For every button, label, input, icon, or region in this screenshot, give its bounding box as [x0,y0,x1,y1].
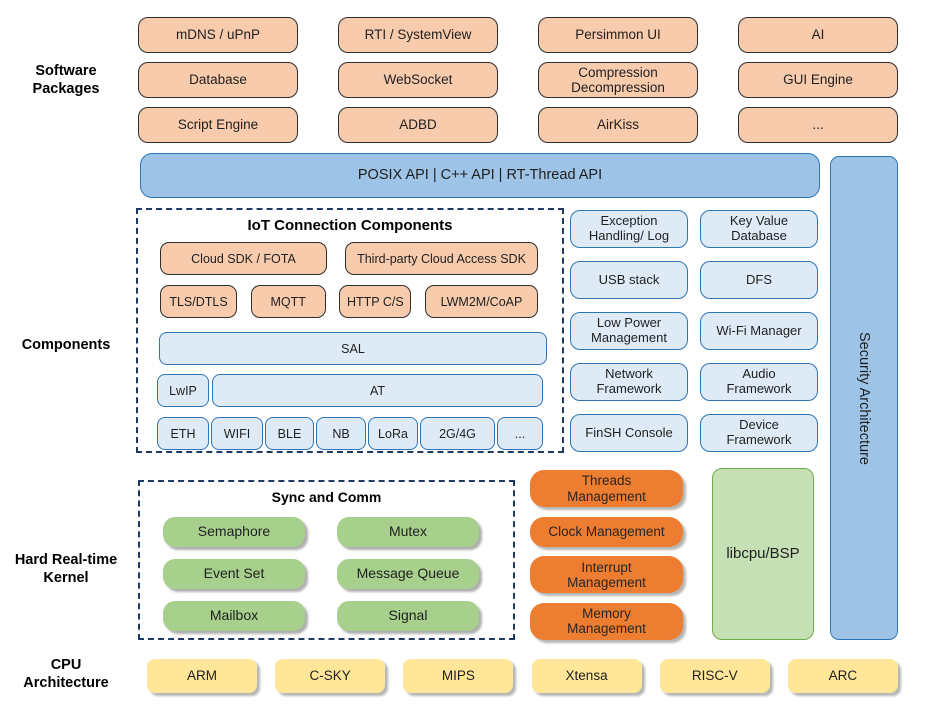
package-mdns-upnp: mDNS / uPnP [138,17,298,53]
package-ai: AI [738,17,898,53]
iot-cloud-sdk-fota: Cloud SDK / FOTA [160,242,327,275]
iot-link-lora: LoRa [368,417,418,450]
iot-link-2g4g: 2G/4G [420,417,495,450]
iot-protocol-row: TLS/DTLS MQTT HTTP C/S LWM2M/CoAP [160,285,538,318]
kernel-message-queue: Message Queue [337,559,479,589]
iot-stack-row: LwIP AT [157,374,543,407]
package-adbd: ADBD [338,107,498,143]
cpu-xtensa: Xtensa [531,659,642,693]
iot-link-more: ... [497,417,543,450]
software-packages-grid: mDNS / uPnP RTI / SystemView Persimmon U… [138,17,898,143]
iot-group-title: IoT Connection Components [247,217,453,234]
section-label-cpu-architecture: CPU Architecture [23,657,109,692]
kernel-semaphore: Semaphore [163,517,305,547]
package-websocket: WebSocket [338,62,498,98]
iot-link-nb: NB [316,417,366,450]
iot-sdk-row: Cloud SDK / FOTA Third-party Cloud Acces… [160,242,538,275]
section-label-kernel: Hard Real-time Kernel [14,552,118,587]
iot-lwip: LwIP [157,374,209,407]
package-gui-engine: GUI Engine [738,62,898,98]
package-script-engine: Script Engine [138,107,298,143]
security-architecture-label: Security Architecture [856,331,873,465]
component-key-value-database: Key Value Database [700,210,818,248]
package-persimmon-ui: Persimmon UI [538,17,698,53]
kernel-management-stack: Threads Management Clock Management Inte… [530,470,683,640]
kernel-event-set: Event Set [163,559,305,589]
package-compression: Compression Decompression [538,62,698,98]
sync-and-comm-grid: Semaphore Mutex Event Set Message Queue … [163,517,479,631]
component-device-framework: Device Framework [700,414,818,452]
cpu-architecture-row: ARM C-SKY MIPS Xtensa RISC-V ARC [147,659,898,693]
iot-connection-components-group: IoT Connection Components Cloud SDK / FO… [136,208,564,453]
kernel-interrupt-management: Interrupt Management [530,556,683,594]
libcpu-bsp-box: libcpu/BSP [712,468,814,640]
package-rti-systemview: RTI / SystemView [338,17,498,53]
component-usb-stack: USB stack [570,261,688,299]
component-finsh-console: FinSH Console [570,414,688,452]
iot-link-eth: ETH [157,417,209,450]
iot-sal: SAL [159,332,547,365]
kernel-mutex: Mutex [337,517,479,547]
cpu-mips: MIPS [403,659,514,693]
iot-link-ble: BLE [265,417,314,450]
api-bar: POSIX API | C++ API | RT-Thread API [140,153,820,198]
kernel-memory-management: Memory Management [530,602,683,640]
sync-and-comm-group: Sync and Comm Semaphore Mutex Event Set … [138,480,515,640]
cpu-risc-v: RISC-V [659,659,770,693]
iot-link-row: ETH WIFI BLE NB LoRa 2G/4G ... [157,417,543,450]
component-low-power-management: Low Power Management [570,312,688,350]
cpu-c-sky: C-SKY [275,659,386,693]
section-label-components: Components [21,337,111,353]
iot-mqtt: MQTT [250,285,326,318]
component-wifi-manager: Wi-Fi Manager [700,312,818,350]
sync-and-comm-title: Sync and Comm [271,489,382,505]
security-architecture-bar: Security Architecture [830,156,898,640]
component-exception-handling-log: Exception Handling/ Log [570,210,688,248]
iot-link-wifi: WIFI [211,417,263,450]
component-network-framework: Network Framework [570,363,688,401]
component-dfs: DFS [700,261,818,299]
kernel-threads-management: Threads Management [530,470,683,507]
iot-tls-dtls: TLS/DTLS [160,285,237,318]
kernel-clock-management: Clock Management [530,516,683,547]
iot-third-party-cloud-sdk: Third-party Cloud Access SDK [345,242,538,275]
component-audio-framework: Audio Framework [700,363,818,401]
section-label-software-packages: Software Packages [32,63,100,98]
kernel-mailbox: Mailbox [163,601,305,631]
package-database: Database [138,62,298,98]
kernel-signal: Signal [337,601,479,631]
cpu-arc: ARC [787,659,898,693]
component-boxes-grid: Exception Handling/ Log Key Value Databa… [570,210,818,452]
iot-http-cs: HTTP C/S [339,285,412,318]
iot-at: AT [212,374,543,407]
package-airkiss: AirKiss [538,107,698,143]
iot-lwm2m-coap: LWM2M/CoAP [424,285,538,318]
package-more: ... [738,107,898,143]
cpu-arm: ARM [147,659,257,693]
